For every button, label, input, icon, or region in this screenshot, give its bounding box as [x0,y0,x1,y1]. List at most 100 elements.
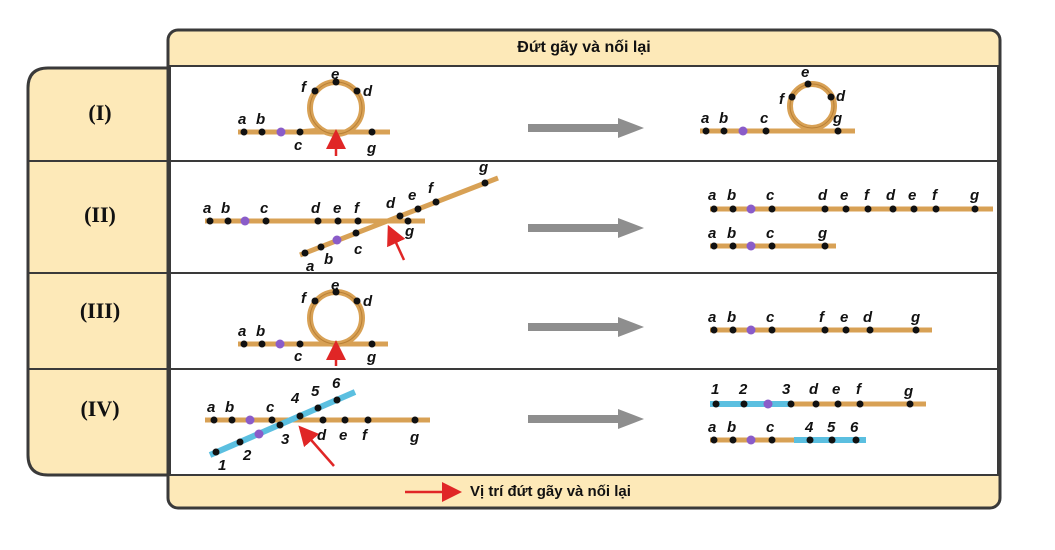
process-arrow [528,118,644,138]
gene-g: g [409,429,419,446]
gene-d: d [317,427,327,444]
gene-c: c [766,187,775,204]
process-arrow [528,317,644,337]
process-arrow [528,409,644,429]
gene-a: a [207,399,215,416]
gene-c: c [766,309,775,326]
gene-g: g [832,110,842,127]
gene-b: b [719,110,728,127]
gene-a: a [203,200,211,217]
gene-c: c [766,419,775,436]
gene-3: 3 [782,381,791,398]
legend-break-position: Vị trí đứt gãy và nối lại [470,483,631,500]
gene-g: g [910,309,920,326]
gene-c: c [760,110,769,127]
gene-6: 6 [850,419,859,436]
gene-b: b [727,225,736,242]
gene-a: a [306,258,314,275]
gene-e: e [331,277,339,294]
gene-c: c [766,225,775,242]
gene-g: g [478,159,488,176]
gene-5: 5 [311,383,320,400]
gene-e: e [832,381,840,398]
gene-b: b [324,251,333,268]
gene-b: b [727,419,736,436]
process-arrow [528,218,644,238]
gene-g: g [366,349,376,366]
row-IV-before: a b c d e f g 1 2 3 4 5 6 [205,375,430,474]
row-label-I: (I) [88,100,112,125]
gene-b: b [727,187,736,204]
gene-e: e [840,187,848,204]
gene-6: 6 [332,375,341,392]
gene-f: f [354,200,361,217]
gene-d: d [836,88,846,105]
row-II-after: a b c d e f d e f g a b c g [708,187,993,251]
gene-e: e [408,187,416,204]
gene-c: c [294,137,303,154]
gene-b: b [256,111,265,128]
gene-c: c [260,200,269,217]
gene-2: 2 [738,381,748,398]
gene-f: f [932,187,939,204]
gene-e: e [339,427,347,444]
gene-f: f [864,187,871,204]
gene-c: c [294,348,303,365]
gene-f: f [779,91,786,108]
gene-2: 2 [242,447,252,464]
break-arrow [387,224,406,261]
gene-a: a [701,110,709,127]
row-IV-after: 1 2 3 d e f g a b c 4 5 6 [708,381,926,445]
row-label-II: (II) [84,202,116,227]
row-III-after: a b c f e d g [708,309,932,335]
table-header-title: Đứt gãy và nối lại [517,39,651,56]
gene-4: 4 [290,390,300,407]
gene-b: b [727,309,736,326]
gene-f: f [819,309,826,326]
cell-II [169,160,999,274]
row-label-IV: (IV) [80,396,120,421]
gene-d: d [809,381,819,398]
gene-a: a [708,187,716,204]
row-label-III: (III) [79,298,121,323]
gene-e: e [333,200,341,217]
gene-g: g [903,383,913,400]
gene-a: a [238,323,246,340]
gene-c: c [354,241,363,258]
gene-d: d [886,187,896,204]
gene-e: e [840,309,848,326]
gene-4: 4 [804,419,814,436]
gene-1: 1 [711,381,719,398]
gene-b: b [225,399,234,416]
gene-g: g [817,225,827,242]
row-I-after: a b c f e d g [700,64,855,136]
gene-d: d [363,83,373,100]
row-II-before: a b c d e f d e f g g a b c [203,159,499,275]
gene-f: f [362,427,369,444]
gene-b: b [221,200,230,217]
gene-f: f [428,180,435,197]
gene-e: e [908,187,916,204]
gene-5: 5 [827,419,836,436]
gene-g: g [969,187,979,204]
gene-e: e [331,66,339,83]
gene-b: b [256,323,265,340]
row-label-panel [26,66,170,477]
gene-d: d [818,187,828,204]
gene-a: a [708,309,716,326]
gene-d: d [311,200,321,217]
break-arrow [298,425,335,467]
gene-c: c [266,399,275,416]
gene-d: d [363,293,373,310]
cell-III [169,272,999,370]
gene-a: a [708,419,716,436]
gene-1: 1 [218,457,226,474]
gene-3: 3 [281,431,290,448]
gene-g: g [366,140,376,157]
gene-a: a [238,111,246,128]
row-I-before: a b c f e d g [238,66,390,157]
gene-f: f [301,290,308,307]
gene-d: d [386,195,396,212]
